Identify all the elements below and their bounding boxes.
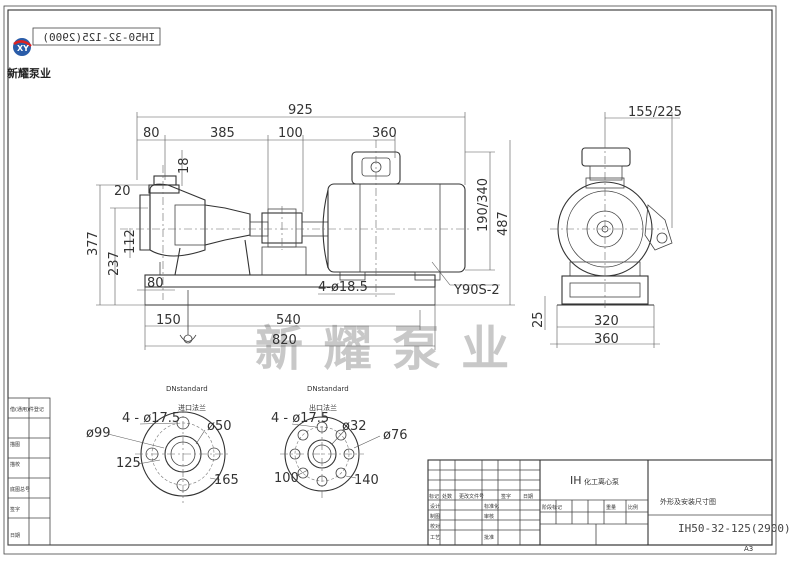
tb-cell-standardize: 标准化: [484, 503, 499, 510]
inlet-flange-holes: 4 - ø17.5: [122, 411, 180, 426]
tb-cell-count: 处数: [442, 493, 452, 500]
tb-cell-scale: 比例: [628, 504, 638, 511]
tb-cell-date: 日期: [523, 494, 533, 500]
tb-cell-weight: 重量: [606, 504, 616, 511]
side-base-no: 底图总号: [10, 486, 30, 493]
dim-190-340: 190/340: [476, 178, 491, 232]
tb-cell-zone: 更改文件号: [459, 493, 484, 500]
tb-cell-mark: 标记: [429, 493, 439, 500]
tb-cell-drawn: 制图: [430, 513, 440, 520]
side-used-in: 借(通用)件登记: [10, 406, 44, 413]
watermark: 新 耀 泵 业: [255, 321, 511, 377]
outlet-flange-holes: 4 - ø17.5: [271, 411, 329, 426]
inlet-flange-od: 165: [214, 473, 239, 488]
tb-drawing-title: 外形及安装尺寸图: [660, 497, 716, 506]
tb-cell-approve: 批准: [484, 534, 494, 541]
title-block-grid: [427, 459, 773, 546]
front-view: [120, 140, 470, 344]
dim-377: 377: [86, 231, 101, 256]
dim-112: 112: [123, 229, 138, 254]
dim-385: 385: [210, 126, 235, 141]
side-copy: 描校: [10, 461, 20, 468]
dim-20: 20: [114, 184, 131, 199]
outlet-flange-d32: ø32: [342, 419, 367, 434]
inlet-flange-pcd: 125: [116, 456, 141, 471]
side-date: 日期: [10, 533, 20, 539]
dim-25: 25: [531, 311, 546, 328]
sheet-border: [3, 5, 777, 555]
company-logo: XY: [13, 38, 32, 56]
tb-cell-process: 工艺: [430, 535, 440, 541]
dim-155-225: 155/225: [628, 105, 682, 120]
dim-150: 150: [156, 313, 181, 328]
tb-sheet-size: A3: [744, 545, 753, 553]
dim-100: 100: [278, 126, 303, 141]
side-view: [550, 140, 673, 310]
side-registration-panel: [7, 397, 51, 546]
tb-product-name: 化工离心泵: [584, 477, 619, 486]
dim-bolt-holes: 4-ø18.5: [318, 280, 368, 295]
dim-overall-length: 925: [288, 103, 313, 118]
outlet-flange-standard: DNstandard: [307, 385, 349, 393]
inlet-flange-name: 进口法兰: [178, 403, 206, 412]
tb-code-prefix: IH: [570, 474, 582, 487]
dim-18: 18: [177, 157, 192, 174]
svg-text:XY: XY: [17, 44, 29, 53]
dim-80-top: 80: [143, 126, 160, 141]
mirrored-code: IH50-32-125(2900): [42, 31, 155, 44]
inlet-flange-d99: ø99: [86, 426, 111, 441]
outlet-flange-name: 出口法兰: [309, 403, 337, 412]
dim-820: 820: [272, 333, 297, 348]
outlet-flange-d76: ø76: [383, 428, 408, 443]
mirrored-code-box: IH50-32-125(2900): [32, 27, 161, 46]
tb-cell-sign: 签字: [501, 493, 511, 500]
dim-80-low: 80: [147, 276, 164, 291]
dim-487: 487: [496, 211, 511, 236]
inlet-flange-d50: ø50: [207, 419, 232, 434]
dim-237: 237: [107, 251, 122, 276]
side-view-dim-lines: [544, 112, 680, 348]
tb-cell-review: 审核: [484, 513, 494, 520]
motor-model-label: Y90S-2: [453, 283, 500, 298]
inlet-flange-drawing: [107, 405, 231, 503]
tb-cell-design: 设计: [430, 503, 440, 510]
outlet-flange-drawing: [280, 410, 381, 498]
tb-model-code: IH50-32-125(2900): [678, 522, 791, 535]
dim-360-side: 360: [594, 332, 619, 347]
tb-cell-proofread: 校对: [430, 523, 440, 530]
dim-360-top: 360: [372, 126, 397, 141]
outlet-flange-od: 140: [354, 473, 379, 488]
outlet-flange-pcd: 100: [274, 471, 299, 486]
dim-540: 540: [276, 313, 301, 328]
tb-cell-stage-mark: 阶段标记: [542, 504, 562, 511]
brand-name: 新耀泵业: [7, 66, 51, 80]
side-trace: 描图: [10, 441, 20, 448]
side-sign: 签字: [10, 506, 20, 513]
dim-320: 320: [594, 314, 619, 329]
inlet-flange-standard: DNstandard: [166, 385, 208, 393]
front-view-dim-lines: [96, 112, 515, 350]
